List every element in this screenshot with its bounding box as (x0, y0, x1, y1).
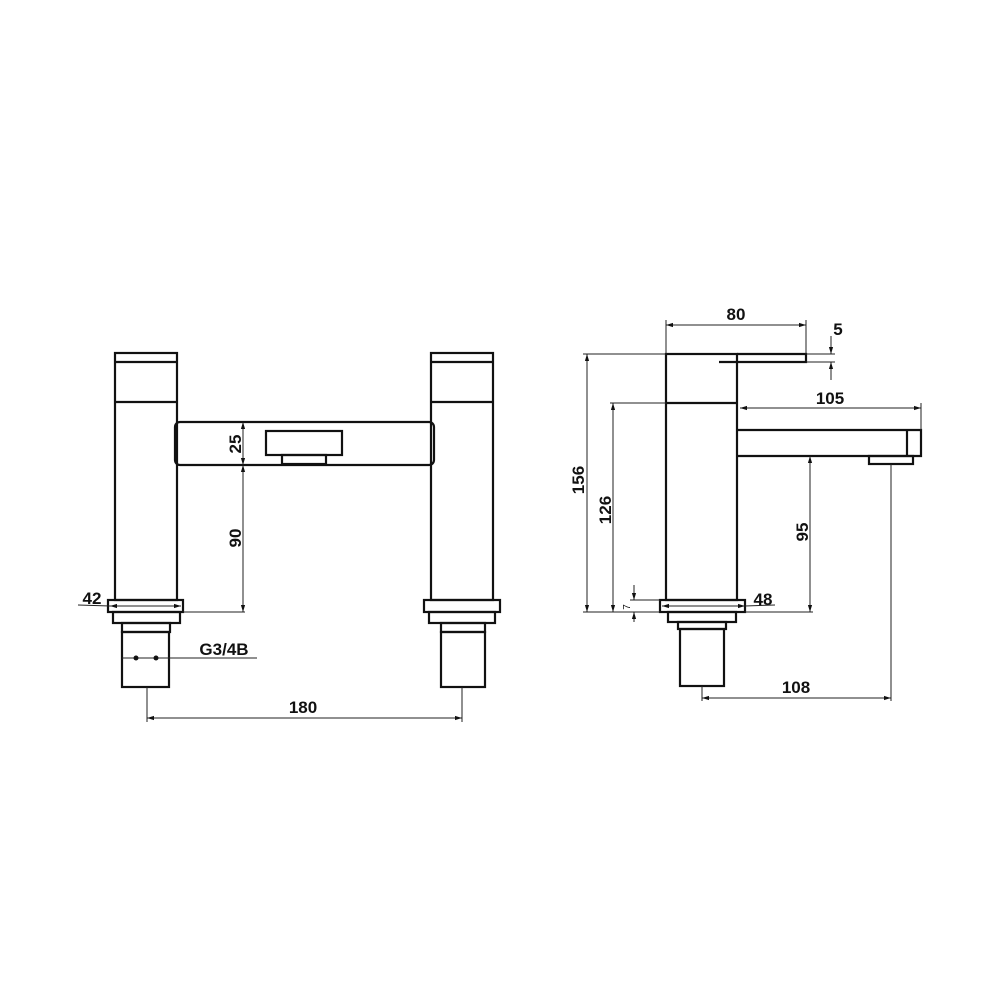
svg-text:G3/4B: G3/4B (199, 640, 248, 659)
svg-text:126: 126 (596, 496, 615, 524)
svg-text:95: 95 (793, 523, 812, 542)
dim-centres: 180 (146, 687, 463, 722)
dim-spout-reach: 105 (740, 389, 922, 430)
dim-flange-dia-48: 48 (662, 590, 776, 609)
dim-spout-height: 95 (745, 456, 813, 613)
spout (737, 428, 923, 466)
bridge-spout (173, 420, 436, 467)
dim-thread: G3/4B (122, 640, 257, 661)
svg-text:108: 108 (782, 678, 810, 697)
dim-outlet-projection: 108 (701, 464, 892, 701)
right-pillar (422, 351, 502, 689)
dim-overall-height: 156 (569, 353, 666, 613)
svg-text:7: 7 (622, 604, 633, 610)
svg-text:80: 80 (727, 305, 746, 324)
left-pillar (106, 351, 185, 689)
svg-text:105: 105 (816, 389, 844, 408)
dim-lever-thickness: 5 (806, 320, 843, 380)
svg-text:180: 180 (289, 698, 317, 717)
dim-bridge-clearance: 90 (183, 465, 246, 613)
tap-body (658, 352, 808, 688)
dim-body-height: 126 (596, 402, 666, 612)
dim-lever-length: 80 (665, 305, 807, 354)
dim-flange-height: 7 (622, 585, 660, 622)
svg-text:156: 156 (569, 466, 588, 494)
side-view: 80 5 105 156 126 95 (569, 305, 923, 701)
svg-text:90: 90 (226, 529, 245, 548)
svg-text:48: 48 (754, 590, 773, 609)
svg-text:42: 42 (83, 589, 102, 608)
svg-text:25: 25 (226, 435, 245, 454)
svg-text:5: 5 (833, 320, 842, 339)
dim-flange-dia-42: 42 (77, 589, 181, 609)
dim-bridge-height: 25 (226, 422, 246, 465)
front-view: 25 90 42 G3/4B 180 (77, 351, 502, 722)
